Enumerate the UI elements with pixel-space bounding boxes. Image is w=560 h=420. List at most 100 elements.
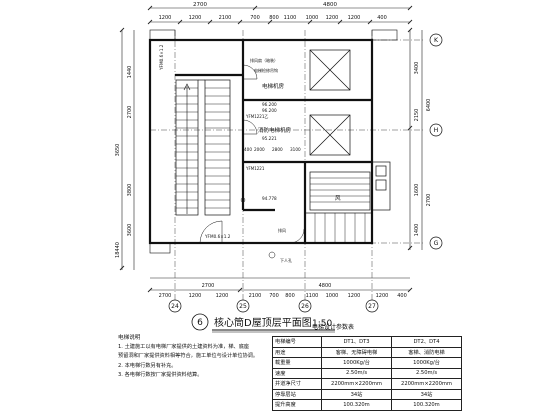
dimension-lines [119, 5, 423, 293]
elevator-shafts [309, 49, 351, 156]
dim-top-5: 700 [250, 15, 260, 21]
dim-left-1: 2700 [127, 106, 133, 119]
notes-line-2: 预留洞和厂家提供资料相等符合，施工单位与设计单位协调。 [118, 353, 259, 360]
dim-right-5: 1400 [414, 224, 420, 237]
dim-top-0: 2700 [193, 2, 207, 8]
top-dimension-text: 2700 4800 1200 1200 2100 700 800 1100 10… [159, 2, 387, 21]
dim-top-2: 1200 [159, 15, 172, 21]
axis-k-label: K [434, 37, 439, 44]
dim-bottom-4: 1200 [216, 293, 229, 299]
spec-value: 客梯、无障碍电梯 [321, 346, 392, 358]
spec-value: 100.320m [391, 399, 462, 411]
dim-bottom-3: 1200 [189, 293, 202, 299]
spec-value: 1000Kg/台 [321, 357, 392, 369]
drawing-title: 核心筒D屋顶层平面图 [214, 316, 312, 329]
dim-top-7: 1100 [284, 15, 297, 21]
left-dimension-text: 1440 2700 3800 3600 3650 18440 [115, 66, 133, 258]
spec-value: 1000Kg/台 [391, 357, 462, 369]
misc-label-2: 3100 [290, 147, 301, 152]
door-swings [199, 64, 305, 259]
spec-value: 2.50m/s [391, 367, 462, 379]
spec-value: 34站 [321, 388, 392, 400]
right-dimension-text: 3400 2150 1600 6400 2700 1400 [414, 62, 432, 237]
dim-bottom-8: 1100 [306, 293, 319, 299]
axis-24-label: 24 [171, 303, 179, 310]
spec-key: 载重量 [272, 357, 322, 369]
dim-left-0: 1440 [127, 66, 133, 79]
spec-value: 2200mm×2200mm [321, 378, 392, 390]
elevator-spec-table: 电梯编号 DT1、DT3 DT2、DT4 用途 客梯、无障碍电梯 客梯、消防电梯… [272, 336, 462, 411]
misc-label-1: 2800 [272, 147, 283, 152]
axis-27-label: 27 [368, 303, 376, 310]
elevator-notes: 电梯说明 1. 土建施工以有电梯厂家提供的土建资料为准，梯、底座 预留洞和厂家提… [118, 334, 266, 380]
notes-header: 电梯说明 [118, 335, 141, 341]
spec-key: 提升高度 [272, 399, 322, 411]
dim-bottom-7: 800 [285, 293, 295, 299]
label-exhaust: 排风 [278, 227, 286, 233]
label-door-2: YFM1221乙 [245, 113, 268, 119]
axis-25-label: 25 [239, 303, 247, 310]
misc-label-0: 2000 [254, 147, 265, 152]
bottom-dimension-text: 2700 4800 2700 1200 1200 2100 700 800 11… [159, 283, 407, 299]
spec-value: DT2、DT4 [391, 336, 462, 348]
dim-top-3: 1200 [189, 15, 202, 21]
dim-right-2: 1600 [414, 184, 420, 197]
axis-bubbles-bottom: 24 25 26 27 [168, 299, 379, 313]
dim-top-1: 4800 [323, 2, 337, 8]
walls [148, 38, 374, 245]
table-row: 停靠层站 34站 34站 [272, 388, 462, 400]
spec-key: 电梯编号 [272, 336, 322, 348]
spec-table-title: 电梯设计参数表 [312, 324, 355, 331]
label-door-bottom: YFM0.6×1.2 [204, 234, 231, 239]
dim-top-11: 400 [377, 15, 387, 21]
label-exhaust-fan: 排风扇（暗装） [250, 57, 278, 63]
dim-bottom-11: 1200 [376, 293, 389, 299]
table-row: 速度 2.50m/s 2.50m/s [272, 367, 462, 379]
spec-value: 2.50m/s [321, 367, 392, 379]
label-wind: 风 [335, 195, 341, 202]
spec-value: 34站 [391, 388, 462, 400]
elevation-2: 95.221 [262, 136, 277, 141]
room-fire-elevator-machine: 消防电梯机房 [258, 126, 292, 134]
misc-label-3: 400 [244, 147, 252, 152]
spec-value: 客梯、消防电梯 [391, 346, 462, 358]
dim-bottom-2: 2700 [159, 293, 172, 299]
spec-value: 2200mm×2200mm [391, 378, 462, 390]
dim-left-3: 3600 [127, 224, 133, 237]
table-row: 用途 客梯、无障碍电梯 客梯、消防电梯 [272, 346, 462, 358]
dim-bottom-6: 700 [269, 293, 279, 299]
table-row: 提升高度 100.320m 100.320m [272, 399, 462, 411]
notes-line-3: 2. 本电梯行数另有补充。 [118, 362, 177, 369]
dim-bottom-10: 1200 [348, 293, 361, 299]
table-row: 载重量 1000Kg/台 1000Kg/台 [272, 357, 462, 369]
spec-key: 速度 [272, 367, 322, 379]
dim-top-4: 2100 [219, 15, 232, 21]
notes-line-4: 3. 各电梯行数按厂家提供资料结算。 [118, 371, 203, 378]
axis-h-label: H [434, 127, 439, 134]
dim-right-4: 2700 [426, 194, 432, 207]
dim-bottom-5: 2100 [249, 293, 262, 299]
dim-bottom-12: 400 [397, 293, 407, 299]
elevation-1: 94.778 [262, 196, 277, 201]
label-door-3: YFM1221 [245, 166, 265, 171]
drawing-scale: 1:50 [312, 319, 332, 329]
axis-bubbles-right: K H G [429, 33, 443, 250]
dim-top-9: 1200 [326, 15, 339, 21]
elevation-0: 96.200 [262, 102, 277, 107]
spec-value: DT1、DT3 [321, 336, 392, 348]
column-detail [149, 29, 398, 254]
elevation-3: 96.200 [262, 108, 277, 113]
title-block: 6 核心筒D屋顶层平面图 1:50 [191, 313, 335, 333]
dim-top-10: 1200 [348, 15, 361, 21]
dim-left-4: 3650 [115, 144, 121, 157]
axis-26-label: 26 [301, 303, 309, 310]
dim-right-0: 3400 [414, 62, 420, 75]
dim-left-2: 3800 [127, 184, 133, 197]
dim-top-8: 1000 [306, 15, 319, 21]
dim-bottom-1: 4800 [319, 283, 332, 289]
label-hook: 电梯检修吊钩 [254, 67, 278, 73]
label-manhole: 下人孔 [280, 257, 292, 263]
label-door-top: YFM0.6×1.2 [159, 44, 164, 71]
room-labels: 电梯机房 消防电梯机房 排风扇（暗装） 电梯检修吊钩 YFM0.6×1.2 YF… [159, 44, 341, 263]
dim-bottom-0: 2700 [202, 283, 215, 289]
